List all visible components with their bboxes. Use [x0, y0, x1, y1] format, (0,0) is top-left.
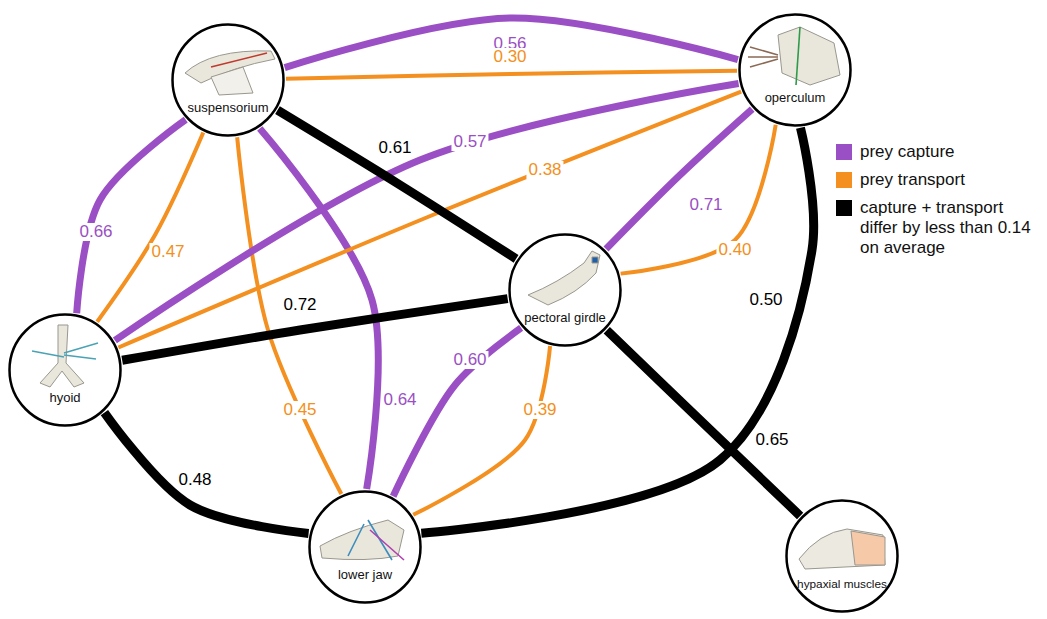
bone-shape: [211, 53, 267, 67]
bone-shape: [851, 531, 885, 565]
node-circle: pectoral girdle: [508, 233, 622, 347]
capture-edge: [285, 18, 738, 68]
shared-edge: [421, 128, 813, 533]
legend-row: capture + transport differ by less than …: [836, 198, 1040, 258]
circle-border: [740, 15, 851, 126]
legend-swatch: [836, 172, 852, 188]
bone-illustration: [528, 251, 600, 305]
transport-edge: [237, 137, 341, 494]
bone-shape: [799, 529, 885, 569]
node-circle: operculum: [738, 13, 852, 127]
node-circle: suspensorium: [171, 23, 285, 137]
bone-shape: [778, 27, 840, 85]
edge-value: 0.57: [451, 133, 488, 151]
bone-illustration: [320, 520, 404, 560]
bone-shape: [528, 251, 600, 305]
bone-shape: [211, 67, 253, 95]
legend-text: capture + transport differ by less than …: [860, 198, 1040, 258]
edge-value: 0.45: [281, 401, 318, 419]
bone-illustration: [748, 27, 840, 85]
capture-edge: [606, 109, 752, 249]
legend-row: prey capture: [836, 142, 1040, 162]
capture-edge: [260, 129, 378, 489]
bone-shape: [185, 51, 275, 83]
transport-edge: [286, 71, 737, 79]
node-circle: hypaxial muscles: [785, 499, 899, 613]
node-label-box: pectoral girdle: [508, 308, 622, 326]
circle-outline: [508, 233, 622, 347]
capture-edge: [77, 120, 186, 314]
node-label: suspensorium: [188, 100, 269, 115]
transport-edge: [413, 346, 550, 515]
shared-edge: [607, 330, 800, 516]
circle-outline: [171, 23, 285, 137]
edge-value: 0.50: [747, 291, 784, 309]
edge-value: 0.66: [77, 223, 114, 241]
bone-shape: [320, 520, 404, 560]
node-label: hypaxial muscles: [797, 577, 887, 591]
node-label: hyoid: [49, 390, 80, 405]
legend-text: prey transport: [860, 170, 1040, 190]
node-label-box: hyoid: [8, 388, 122, 406]
node-label-box: lower jaw: [308, 565, 422, 583]
bone-illustration: [185, 51, 275, 95]
legend-swatch: [836, 144, 852, 160]
bone-shape: [370, 530, 404, 560]
legend-text: prey capture: [860, 142, 1040, 162]
circle-outline: [8, 313, 122, 427]
edge-value: 0.72: [281, 296, 318, 314]
circle-outline: [738, 13, 852, 127]
edge-value: 0.48: [176, 471, 213, 489]
shared-edge: [104, 413, 308, 534]
edge-value: 0.60: [451, 351, 488, 369]
circle-border: [173, 25, 284, 136]
edge-value: 0.38: [526, 161, 563, 179]
bone-shape: [796, 27, 800, 85]
edge-value: 0.61: [376, 139, 413, 157]
legend-swatch: [836, 200, 852, 216]
node-label-box: operculum: [738, 88, 852, 106]
bone-illustration: [799, 529, 885, 569]
edge-value: 0.71: [687, 196, 724, 214]
legend-row: prey transport: [836, 170, 1040, 190]
node-label: lower jaw: [338, 567, 392, 582]
shared-edge: [122, 299, 507, 361]
edge-value: 0.56: [491, 35, 528, 53]
node-label: pectoral girdle: [524, 310, 606, 325]
node-label-box: hypaxial muscles: [785, 574, 899, 592]
node-circle: lower jaw: [308, 490, 422, 604]
capture-edge: [393, 328, 521, 496]
circle-border: [787, 501, 898, 612]
node-label-box: suspensorium: [171, 98, 285, 116]
bone-shape: [348, 520, 392, 560]
circle-border: [10, 315, 121, 426]
bone-illustration: [32, 325, 98, 387]
bone-shape: [592, 257, 598, 263]
bone-shape: [32, 343, 98, 359]
circle-outline: [308, 490, 422, 604]
edge-value: 0.47: [149, 243, 186, 261]
node-label: operculum: [765, 90, 826, 105]
circle-outline: [785, 499, 899, 613]
circle-border: [510, 235, 621, 346]
edge-value: 0.65: [753, 431, 790, 449]
bone-shape: [748, 47, 778, 67]
node-circle: hyoid: [8, 313, 122, 427]
bone-shape: [40, 325, 84, 387]
edge-value: 0.64: [381, 391, 418, 409]
edge-value: 0.30: [491, 48, 528, 66]
transport-edge: [621, 125, 776, 274]
edge-value: 0.39: [521, 401, 558, 419]
circle-border: [310, 492, 421, 603]
edge-value: 0.40: [716, 241, 753, 259]
shared-edge: [278, 110, 517, 259]
